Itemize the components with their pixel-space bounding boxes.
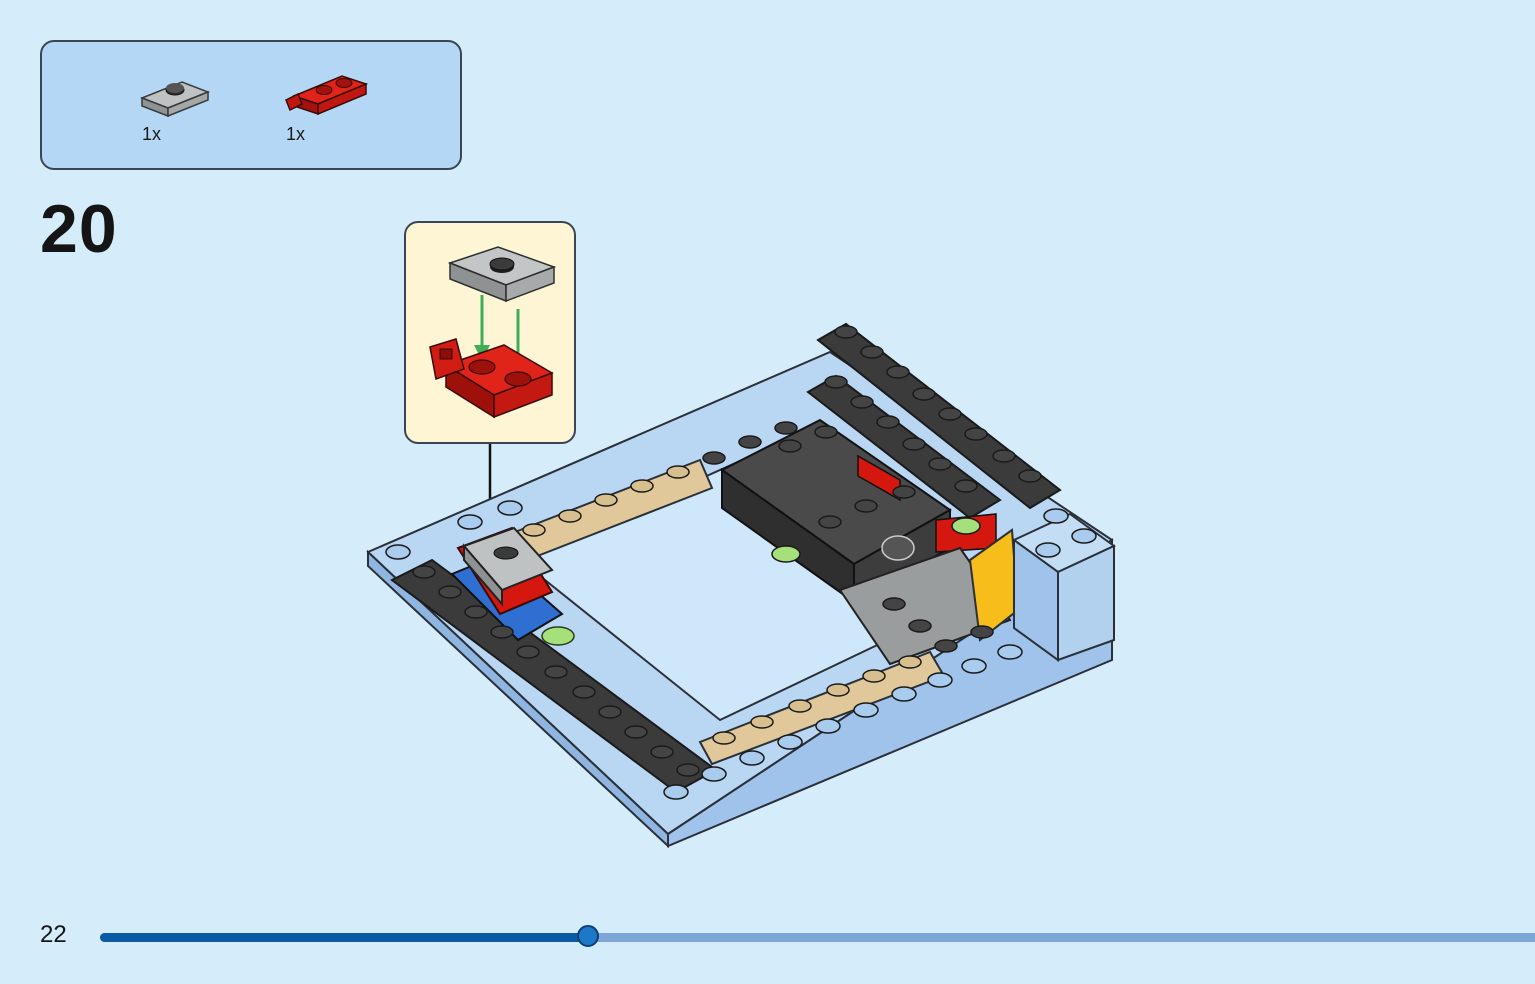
part-red-hinge-plate-quantity: 1x [286,124,306,144]
subassembly-callout [404,221,576,444]
placed-subassembly [450,526,575,646]
page-number: 22 [40,921,67,948]
parts-list-box: 1x 1x [40,40,462,170]
step-number: 20 [40,191,118,267]
part-red-hinge-plate-icon [284,70,368,120]
part-gray-plate-icon [140,76,210,120]
progress-bar-fill [100,933,588,942]
gray-plate-right [838,546,1012,666]
right-bricks [968,512,1116,662]
progress-bar-handle[interactable] [577,925,599,947]
studs [385,325,1097,800]
central-mechanism [720,418,997,604]
progress-bar [100,925,1535,947]
subassembly-illustration [429,246,557,419]
part-gray-plate-quantity: 1x [142,124,162,144]
